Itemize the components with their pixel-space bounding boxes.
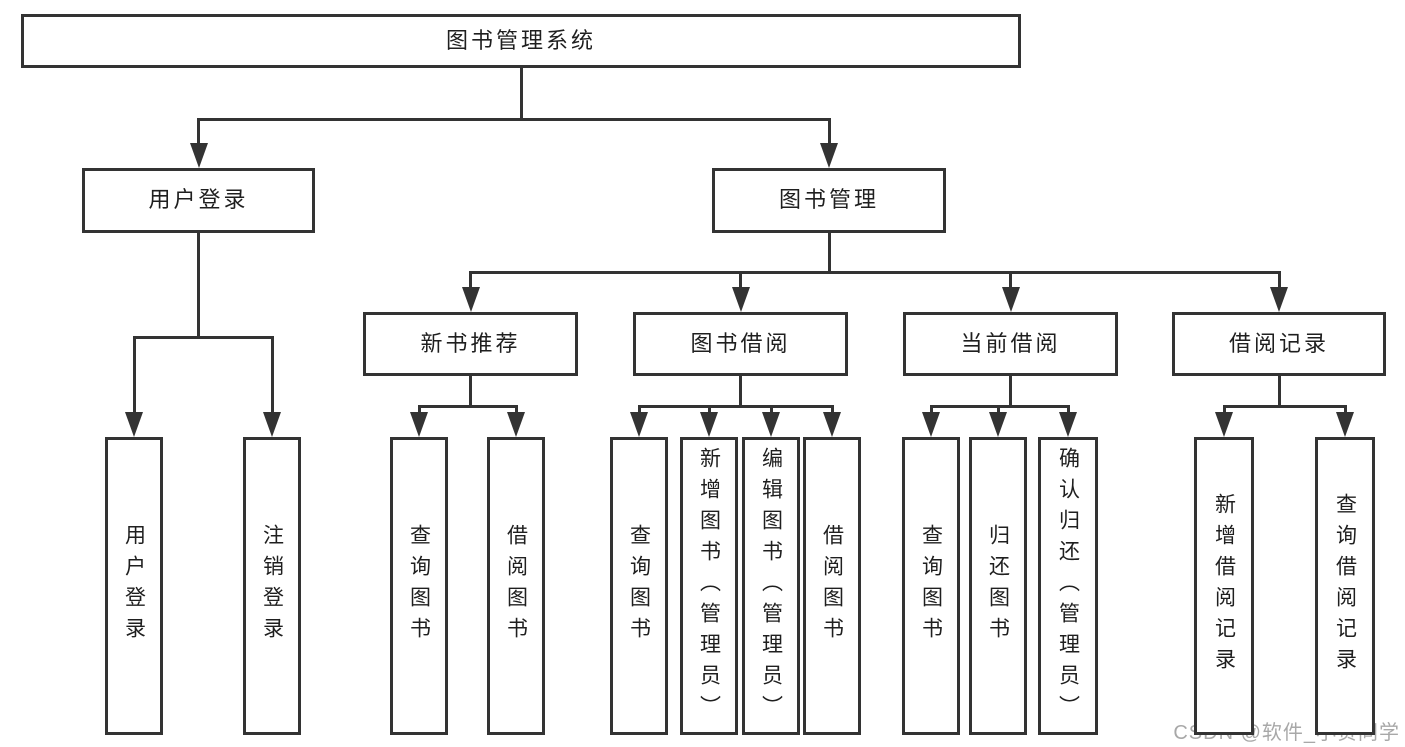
node-root: 图书管理系统 bbox=[21, 14, 1021, 68]
node-cb-query: 查询图书 bbox=[902, 437, 960, 735]
node-label-user-login: 用户登录 bbox=[148, 187, 249, 213]
node-bb-edit: 编辑图书（管理员） bbox=[742, 437, 800, 735]
node-br-add: 新增借阅记录 bbox=[1194, 437, 1254, 735]
node-cb-confirm: 确认归还（管理员） bbox=[1038, 437, 1098, 735]
arrow-down-icon bbox=[461, 287, 480, 312]
connector-line bbox=[996, 405, 1000, 414]
node-cb-return: 归还图书 bbox=[969, 437, 1027, 735]
node-label-bb-add: 新增图书（管理员） bbox=[697, 446, 721, 726]
connector-line bbox=[197, 118, 831, 121]
arrow-down-icon bbox=[820, 143, 838, 168]
node-new-book-rec: 新书推荐 bbox=[363, 312, 578, 376]
arrow-down-icon bbox=[410, 412, 428, 437]
connector-line bbox=[469, 376, 472, 408]
arrow-down-icon bbox=[700, 412, 718, 437]
connector-line bbox=[197, 118, 200, 145]
connector-line bbox=[1222, 405, 1226, 414]
connector-line bbox=[929, 405, 933, 414]
node-ul-logout: 注销登录 bbox=[243, 437, 301, 735]
node-bb-add: 新增图书（管理员） bbox=[680, 437, 738, 735]
arrow-down-icon bbox=[189, 143, 208, 168]
arrow-down-icon bbox=[1215, 412, 1233, 437]
connector-line bbox=[1222, 405, 1347, 408]
node-bb-borrow: 借阅图书 bbox=[803, 437, 861, 735]
node-nb-query: 查询图书 bbox=[390, 437, 448, 735]
node-label-borrow-record: 借阅记录 bbox=[1228, 330, 1329, 356]
node-current-borrow: 当前借阅 bbox=[903, 312, 1118, 376]
connector-line bbox=[637, 405, 641, 414]
connector-line bbox=[1009, 376, 1012, 408]
node-label-book-mgmt: 图书管理 bbox=[778, 187, 879, 213]
node-nb-borrow: 借阅图书 bbox=[487, 437, 545, 735]
node-borrow-record: 借阅记录 bbox=[1172, 312, 1386, 376]
connector-line bbox=[830, 405, 834, 414]
node-label-br-query: 查询借阅记录 bbox=[1333, 493, 1357, 679]
arrow-down-icon bbox=[630, 412, 648, 437]
connector-line bbox=[417, 405, 518, 408]
node-label-new-book-rec: 新书推荐 bbox=[420, 330, 521, 356]
arrow-down-icon bbox=[1001, 287, 1020, 312]
node-book-borrow: 图书借阅 bbox=[633, 312, 848, 376]
connector-line bbox=[637, 405, 834, 408]
node-label-br-add: 新增借阅记录 bbox=[1212, 493, 1236, 679]
connector-line bbox=[514, 405, 518, 414]
connector-line bbox=[469, 271, 472, 289]
node-bb-query: 查询图书 bbox=[610, 437, 668, 735]
node-label-book-borrow: 图书借阅 bbox=[690, 330, 791, 356]
arrow-down-icon bbox=[922, 412, 940, 437]
connector-line bbox=[707, 405, 711, 414]
connector-line bbox=[469, 271, 1281, 274]
node-label-bb-query: 查询图书 bbox=[627, 524, 651, 648]
connector-line bbox=[270, 336, 274, 414]
connector-line bbox=[827, 118, 831, 145]
connector-line bbox=[132, 336, 136, 414]
connector-line bbox=[739, 376, 742, 408]
connector-line bbox=[1066, 405, 1070, 414]
node-label-root: 图书管理系统 bbox=[445, 27, 596, 53]
arrow-down-icon bbox=[762, 412, 780, 437]
node-br-query: 查询借阅记录 bbox=[1315, 437, 1375, 735]
connector-line bbox=[739, 271, 742, 289]
arrow-down-icon bbox=[263, 412, 281, 437]
connector-line bbox=[1277, 271, 1281, 289]
node-label-nb-query: 查询图书 bbox=[407, 524, 431, 648]
node-ul-login: 用户登录 bbox=[105, 437, 163, 735]
connector-line bbox=[519, 68, 523, 121]
connector-line bbox=[1009, 271, 1012, 289]
arrow-down-icon bbox=[1270, 287, 1288, 312]
arrow-down-icon bbox=[731, 287, 750, 312]
node-label-ul-login: 用户登录 bbox=[122, 524, 146, 648]
node-label-cb-query: 查询图书 bbox=[919, 524, 943, 648]
node-label-ul-logout: 注销登录 bbox=[260, 524, 284, 648]
arrow-down-icon bbox=[989, 412, 1007, 437]
connector-line bbox=[197, 233, 200, 339]
node-label-bb-borrow: 借阅图书 bbox=[820, 524, 844, 648]
connector-line bbox=[929, 405, 1070, 408]
node-user-login: 用户登录 bbox=[82, 168, 315, 233]
connector-line bbox=[1343, 405, 1347, 414]
connector-line bbox=[1277, 376, 1281, 408]
node-label-bb-edit: 编辑图书（管理员） bbox=[759, 446, 783, 726]
connector-line bbox=[132, 336, 274, 339]
connector-line bbox=[417, 405, 421, 414]
node-label-nb-borrow: 借阅图书 bbox=[504, 524, 528, 648]
arrow-down-icon bbox=[1059, 412, 1077, 437]
node-label-cb-return: 归还图书 bbox=[986, 524, 1010, 648]
arrow-down-icon bbox=[823, 412, 841, 437]
connector-line bbox=[827, 233, 831, 274]
arrow-down-icon bbox=[1336, 412, 1354, 437]
node-label-current-borrow: 当前借阅 bbox=[960, 330, 1061, 356]
arrow-down-icon bbox=[507, 412, 525, 437]
arrow-down-icon bbox=[125, 412, 143, 437]
connector-line bbox=[769, 405, 773, 414]
node-label-cb-confirm: 确认归还（管理员） bbox=[1056, 446, 1080, 726]
node-book-mgmt: 图书管理 bbox=[712, 168, 946, 233]
